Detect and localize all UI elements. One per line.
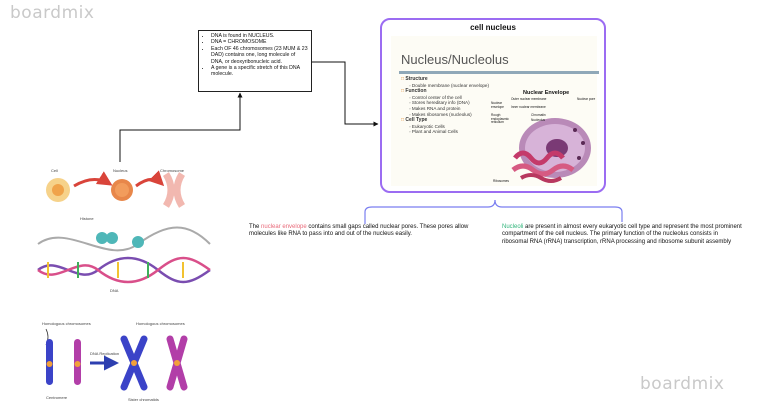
outline-item: Stores hereditary info (DNA): [401, 100, 501, 106]
slide-divider: [399, 71, 599, 74]
note-item: DNA is found in NUCLEUS.: [211, 33, 308, 39]
outline-heading: Structure: [401, 76, 501, 83]
label-histone: Histone: [80, 216, 94, 221]
figure-label: Rough endoplasmic reticulum: [491, 113, 509, 125]
label-centromere: Centromere: [46, 395, 68, 400]
outline-item: Eukaryotic Cells: [401, 124, 501, 130]
text-segment: are present in almost every eukaryotic c…: [502, 224, 742, 245]
highlight-nuclear-envelope: nuclear envelope: [261, 224, 307, 230]
outline-item: Makes RNA and protein: [401, 106, 501, 112]
outline-heading: Function: [401, 89, 501, 95]
outline-item: Plant and Animal Cells: [401, 129, 501, 135]
nucleus-slide-image: Nucleus/Nucleolus Structure Double membr…: [391, 36, 599, 186]
nucleoli-text: Nucleoli are present in almost every euk…: [502, 224, 742, 246]
dna-replication-image[interactable]: Homologous chromosomes Homologous chromo…: [36, 319, 206, 405]
figure-label: Inner nuclear membrane: [511, 105, 546, 109]
label-dna: DNA: [110, 288, 119, 293]
figure-label: Chromatin: [531, 113, 546, 117]
dna-replication-illustration: [45, 328, 188, 391]
outline-item: Makes ribosomes (nucleolus): [401, 112, 501, 118]
label-chromosome: Chromosome: [160, 168, 185, 173]
watermark-top-left: boardmix: [10, 3, 95, 23]
text-segment: The: [249, 224, 262, 230]
nucleus-illustration: [511, 118, 591, 183]
label-homologous-left: Homologous chromosomes: [42, 321, 91, 326]
note-item: Each OF 46 chromosomes (23 MUM & 23 DAD)…: [211, 46, 308, 65]
outline-item: Double membrane (nuclear envelope): [401, 83, 501, 89]
outline-heading: Cell Type: [401, 118, 501, 124]
figure-label: Nucleolus: [531, 118, 545, 122]
cell-nucleus-card[interactable]: cell nucleus Nucleus/Nucleolus Structure…: [380, 18, 606, 193]
watermark-bottom-right: boardmix: [640, 374, 725, 394]
highlight-nucleoli: Nucleoli: [502, 224, 524, 230]
figure-label: Nuclear pore: [577, 97, 596, 101]
nuclear-envelope-text: The nuclear envelope contains small gaps…: [249, 224, 481, 239]
dna-note[interactable]: DNA is found in NUCLEUS. DNA = CHROMOSOM…: [198, 30, 312, 92]
label-cell: Cell: [51, 168, 58, 173]
label-nucleus: Nucleus: [113, 168, 128, 173]
cell-to-dna-image[interactable]: Cell Nucleus Chromosome Histone DNA: [18, 162, 218, 298]
figure-label: Ribosomes: [493, 179, 509, 183]
label-dna-replication: DNA Replication: [90, 351, 120, 356]
label-sister-chromatids: Sister chromatids: [128, 397, 159, 402]
figure-label: Nuclear envelope: [491, 101, 504, 109]
slide-outline: Structure Double membrane (nuclear envel…: [401, 76, 501, 135]
note-item: DNA = CHROMOSOME: [211, 39, 308, 45]
outline-item: Control center of the cell: [401, 95, 501, 101]
cell-to-dna-illustration: [37, 170, 211, 284]
brace-left: [364, 199, 496, 224]
label-homologous-right: Homologous chromosomes: [136, 321, 185, 326]
text-segment: contains small gaps called nuclear pores…: [249, 224, 469, 238]
slide-title: Nucleus/Nucleolus: [401, 52, 509, 67]
note-item: A gene is a specific stretch of this DNA…: [211, 65, 308, 78]
figure-title: Nuclear Envelope: [523, 90, 570, 96]
connector-note-to-card: [312, 61, 379, 127]
figure-label: Outer nuclear membrane: [511, 97, 547, 101]
card-title: cell nucleus: [470, 23, 516, 32]
nuclear-envelope-figure: Nuclear Envelope Outer nuclear membrane …: [491, 88, 599, 186]
connector-image-to-note: [119, 92, 243, 175]
brace-right: [494, 199, 623, 222]
